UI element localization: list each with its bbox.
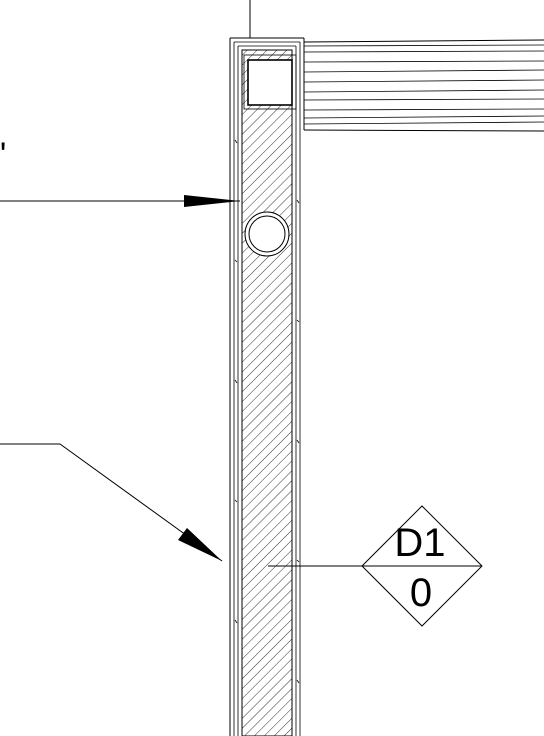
door-tag: D1 0 bbox=[361, 505, 483, 627]
wall-section bbox=[229, 37, 305, 736]
leader-line-2 bbox=[0, 443, 223, 562]
leader-arrowhead-1 bbox=[184, 195, 240, 207]
leader-arrowhead-2 bbox=[178, 528, 222, 561]
square-member bbox=[247, 59, 293, 106]
fragment-mark: " bbox=[0, 136, 6, 174]
wall-texture-marks bbox=[234, 139, 300, 684]
door-tag-number: D1 bbox=[394, 521, 445, 565]
horizontal-member bbox=[303, 39, 544, 132]
door-tag-type: 0 bbox=[410, 571, 432, 615]
wall-hatched-core bbox=[241, 49, 293, 736]
